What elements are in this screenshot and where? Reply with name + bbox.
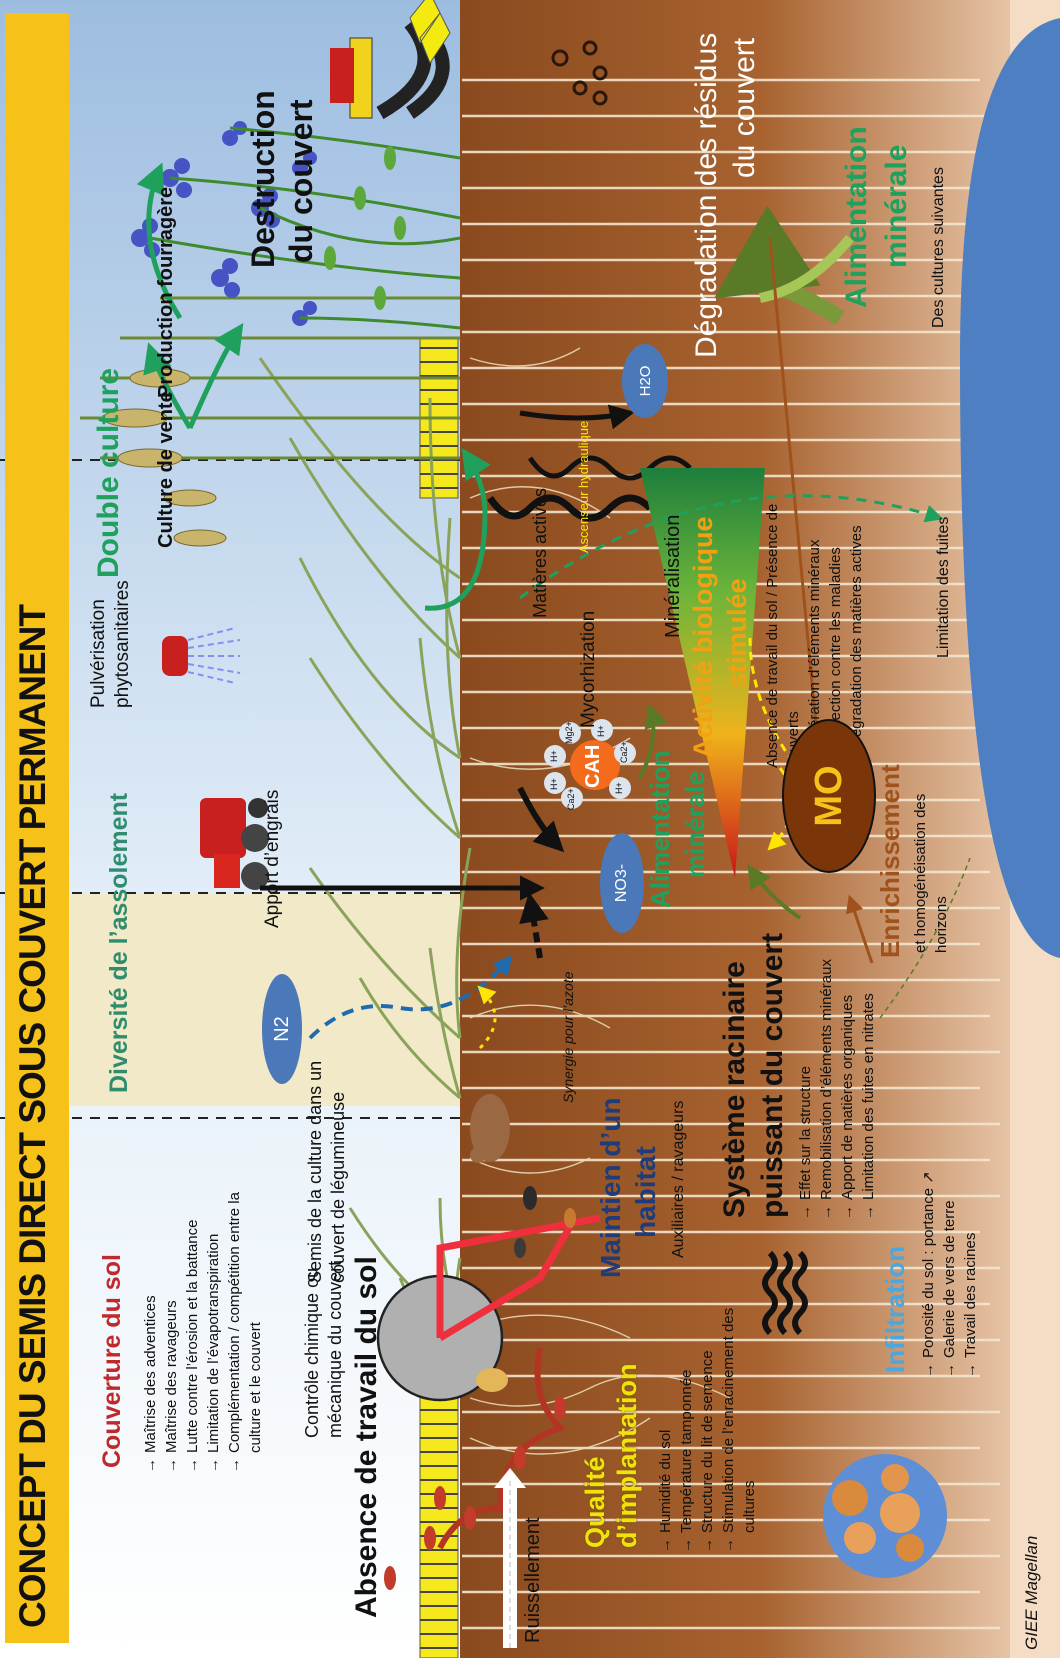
heading-couverture-sol: Couverture du sol <box>98 1254 127 1468</box>
list-item: Stimulation de l’enracinement des cultur… <box>718 1273 760 1553</box>
h2o-label: H2O <box>637 366 654 397</box>
controle-label-1: Contrôle chimique ou <box>302 1268 323 1438</box>
heading-destruction-1: Destruction <box>245 90 282 268</box>
n2-label: N2 <box>271 1016 294 1042</box>
controle-label-2: mécanique du couvert <box>325 1261 346 1438</box>
no3-oval: NO3- <box>600 833 644 933</box>
h2o-oval: H2O <box>622 344 668 418</box>
n2-oval: N2 <box>262 974 302 1084</box>
heading-alimentation-right-1: Alimentation <box>840 126 874 308</box>
mineralisation-label: Minéralisation <box>662 515 685 638</box>
production-fourragere-label: Production fourragère <box>155 187 178 398</box>
credit-text: GIEE Magellan <box>1022 1536 1042 1650</box>
cultures-suivantes-label: Des cultures suivantes <box>930 167 948 328</box>
list-item: Structure du lit de semence <box>697 1273 718 1553</box>
list-item: Limitation des fuites en nitrates <box>858 920 879 1220</box>
list-item: Limitation de l’évapotranspiration <box>203 1173 224 1473</box>
list-item: Maîtrise des adventices <box>140 1173 161 1473</box>
page-title: CONCEPT DU SEMIS DIRECT SOUS COUVERT PER… <box>12 605 54 1628</box>
ruissellement-label: Ruissellement <box>522 1517 545 1643</box>
ion-label: Mg2+ <box>564 721 574 744</box>
list-item: Humidité du sol <box>655 1273 676 1553</box>
auxiliaires-label: Auxiliaires / ravageurs <box>670 1101 688 1258</box>
heading-infiltration: Infiltration <box>880 1246 911 1373</box>
heading-maintien-1: Maintien d’un <box>595 1098 627 1278</box>
cah-label: CAH <box>582 745 605 788</box>
activite-lead: Absence de travail du sol / Présence de … <box>762 468 804 768</box>
ion-label: H+ <box>614 782 624 794</box>
semis-label-1: Semis de la culture dans un <box>305 1061 326 1283</box>
heading-double-culture: Double culture <box>92 368 126 578</box>
list-item: Effet sur la structure <box>795 920 816 1220</box>
pulverisation-label-2: phytosanitaires <box>112 580 134 708</box>
apport-engrais-label: Apport d’engrais <box>262 790 284 928</box>
heading-alimentation-right-2: minérale <box>880 145 914 268</box>
mo-oval: MO <box>782 719 876 873</box>
list-item: Travail des racines <box>960 1118 981 1378</box>
list-item: Maîtrise des ravageurs <box>161 1173 182 1473</box>
heading-activite-2: stimulée <box>722 578 753 688</box>
heading-enrichissement: Enrichissement <box>875 764 906 958</box>
heading-absence-travail: Absence de travail du sol <box>350 1256 384 1618</box>
list-item: Galerie de vers de terre <box>939 1118 960 1378</box>
heading-systeme-2: puissant du couvert <box>756 933 790 1218</box>
ascenseur-label: Ascenseur hydraulique <box>576 421 591 553</box>
culture-vente-label: Culture de vente <box>155 391 178 548</box>
list-infiltration: Porosité du sol : portance ↗ Galerie de … <box>918 1118 981 1378</box>
heading-qualite-2: d’implantation <box>612 1364 643 1549</box>
soil-structure-icon <box>823 1454 947 1578</box>
heading-systeme-1: Système racinaire <box>718 961 752 1218</box>
list-systeme: Effet sur la structure Remobilisation d’… <box>795 920 879 1220</box>
mycorhization-label: Mycorhization <box>578 611 600 728</box>
heading-diversite: Diversité de l’assolement <box>105 793 134 1093</box>
list-couverture: Maîtrise des adventices Maîtrise des rav… <box>140 1173 266 1473</box>
enrichissement-text: et homogénéisation des horizons <box>910 753 952 953</box>
no3-label: NO3- <box>613 864 631 902</box>
ion-label: H+ <box>549 778 559 790</box>
heading-destruction-2: du couvert <box>283 99 320 263</box>
heading-maintien-2: habitat <box>630 1146 662 1238</box>
list-item: Température tamponnée <box>676 1273 697 1553</box>
heading-degradation-1: Dégradation des résidus <box>690 33 724 358</box>
heading-activite-1: Activité biologique <box>688 516 719 758</box>
synergie-label: Synergie pour l’azote <box>560 971 576 1103</box>
semis-label-2: couvert de légumineuse <box>328 1092 349 1283</box>
mo-label: MO <box>808 765 851 826</box>
list-item: Porosité du sol : portance ↗ <box>918 1118 939 1378</box>
pulverisation-label-1: Pulvérisation <box>88 599 110 708</box>
list-item: Complémentation / compétition entre la c… <box>224 1173 266 1473</box>
list-item: Remobilisation d’éléments minéraux <box>816 920 837 1220</box>
list-item: Dégradation des matières actives <box>846 468 867 768</box>
heading-degradation-2: du couvert <box>728 38 762 178</box>
list-qualite: Humidité du sol Température tamponnée St… <box>655 1273 760 1553</box>
matieres-actives-label: Matières actives <box>530 488 551 618</box>
heading-qualite-1: Qualité <box>580 1456 611 1548</box>
heading-alimentation-1: Alimentation <box>645 751 676 908</box>
limitation-fuites-label: Limitation des fuites <box>935 517 953 658</box>
list-item: Apport de matières organiques <box>837 920 858 1220</box>
heading-alimentation-2: minérale <box>680 771 711 878</box>
ion-label: Ca2+ <box>566 788 576 810</box>
ion-label: Ca2+ <box>619 741 629 763</box>
ion-label: H+ <box>549 750 559 762</box>
list-item: Lutte contre l’érosion et la battance <box>182 1173 203 1473</box>
